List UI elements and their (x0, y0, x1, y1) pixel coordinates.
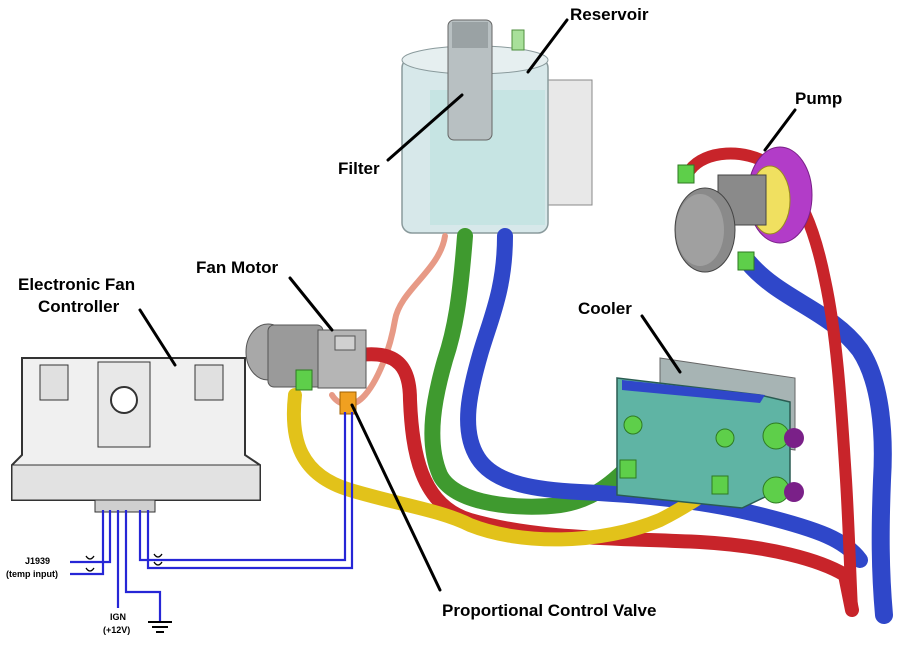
cooler-cap (784, 428, 804, 448)
label-fan-motor: Fan Motor (196, 258, 279, 277)
fan-motor (246, 324, 366, 390)
wire-crossing-mark (86, 568, 94, 571)
label-reservoir: Reservoir (570, 5, 649, 24)
reservoir-breather (512, 30, 524, 50)
controller-latch (195, 365, 223, 400)
cooler-fitting (712, 476, 728, 494)
electronic-fan-controller (12, 358, 260, 512)
wire-crossing-mark (154, 562, 162, 565)
fan-motor-fitting (296, 370, 312, 390)
cooler-cap (784, 482, 804, 502)
label-j1939: J1939 (25, 556, 50, 566)
leader-pump (765, 110, 795, 150)
pump-fitting (738, 252, 754, 270)
label-controller-line1: Electronic Fan (18, 275, 135, 294)
controller-base (12, 465, 260, 500)
green-hose (432, 236, 630, 507)
label-ign: IGN (110, 612, 126, 622)
cooler (617, 358, 804, 508)
pump-face (676, 194, 724, 266)
cooler-port (624, 416, 642, 434)
leader-fan-motor (290, 278, 332, 330)
label-ign-12v: (+12V) (103, 625, 130, 635)
label-proportional-control-valve: Proportional Control Valve (442, 601, 656, 620)
wire-crossing-mark (154, 554, 162, 557)
wire-j1939-b (70, 510, 103, 574)
label-pump: Pump (795, 89, 842, 108)
pump-fitting-inlet (678, 165, 694, 183)
cooler-fitting (620, 460, 636, 478)
label-cooler: Cooler (578, 299, 632, 318)
fan-motor-port (335, 336, 355, 350)
filter-cap (452, 22, 488, 48)
leader-controller (140, 310, 175, 365)
label-filter: Filter (338, 159, 380, 178)
controller-latch (40, 365, 68, 400)
wire-crossing-mark (86, 556, 94, 559)
label-controller-line2: Controller (38, 297, 120, 316)
wire-ground (126, 510, 160, 622)
label-j1939-temp-input: (temp input) (6, 569, 58, 579)
controller-logo (111, 387, 137, 413)
reservoir (402, 20, 592, 233)
cooler-port (716, 429, 734, 447)
